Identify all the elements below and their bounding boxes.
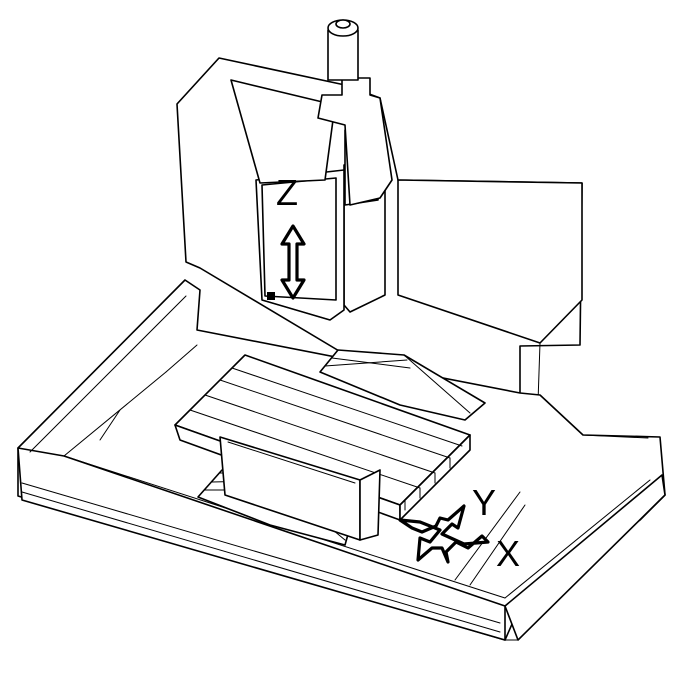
xy-axis-arrow [398,504,490,564]
spindle-marker [267,292,275,300]
worktable [174,354,471,541]
z-axis-arrow [280,224,306,300]
x-axis-label: X [496,533,520,574]
z-axis-label: Z [276,172,298,213]
y-axis-label: Y [472,482,496,523]
